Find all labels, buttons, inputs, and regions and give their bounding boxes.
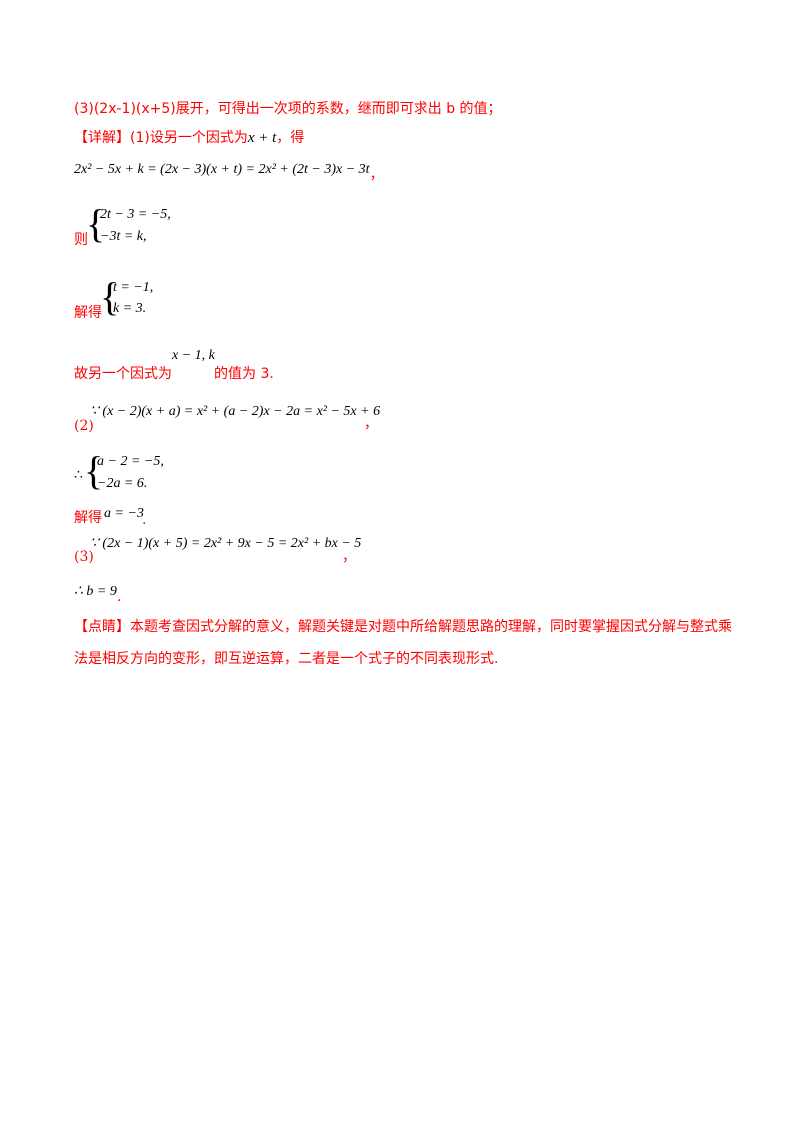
part3-label: (3) — [74, 549, 94, 565]
comment-text: 本题考查因式分解的意义，解题关键是对题中所给解题思路的理解，同时要掌握因式分解与… — [74, 619, 732, 667]
detail-tail: ，得 — [276, 130, 305, 146]
comment-tag: 【点睛】 — [74, 619, 130, 635]
part3-hint: (3)(2x-1)(x+5)展开，可得出一次项的系数，继而即可求出 b 的值； — [74, 101, 502, 117]
system-3-row-1: a − 2 = −5, — [97, 454, 164, 469]
system-1-row-2: −3t = k, — [100, 229, 147, 244]
solve-2-tail: . — [142, 512, 147, 528]
comment-paragraph: 【点睛】本题考查因式分解的意义，解题关键是对题中所给解题思路的理解，同时要掌握因… — [74, 611, 734, 675]
part2-expr: ∵ (x − 2)(x + a) = x² + (a − 2)x − 2a = … — [90, 404, 381, 419]
brace-3: { — [84, 448, 104, 493]
part3-expr: ∵ (2x − 1)(x + 5) = 2x² + 9x − 5 = 2x² +… — [90, 536, 362, 551]
brace-1: { — [86, 201, 106, 246]
system-3-row-2: −2a = 6. — [97, 476, 148, 491]
solve-2-expr: a = −3 — [104, 506, 144, 521]
brace-2: { — [100, 274, 120, 319]
therefore-symbol: ∴ — [74, 468, 83, 483]
result-3-expr: ∴ b = 9 — [74, 584, 117, 599]
solve-label-1: 解得 — [74, 305, 102, 321]
solve-label-2: 解得 — [74, 510, 102, 526]
detail-line: 【详解】(1)设另一个因式为x + t，得 — [74, 128, 304, 148]
detail-tag: 【详解】 — [74, 130, 130, 146]
equation-1: 2x² − 5x + k = (2x − 3)(x + t) = 2x² + (… — [74, 162, 384, 183]
part2-tail: ， — [364, 416, 378, 432]
part2-label: (2) — [74, 418, 94, 434]
system-2-row-1: t = −1, — [113, 280, 154, 295]
system-2-row-2: k = 3. — [113, 301, 147, 316]
conclusion-post: 的值为 3. — [214, 366, 274, 382]
detail-expr: x + t — [247, 130, 277, 146]
conclusion-expr: x − 1, k — [172, 348, 215, 363]
conclusion-pre: 故另一个因式为 — [74, 366, 172, 382]
system-1-row-1: 2t − 3 = −5, — [100, 207, 171, 222]
part3-tail: ， — [342, 549, 356, 565]
detail-text: (1)设另一个因式为 — [130, 130, 248, 146]
then-label: 则 — [74, 232, 88, 248]
result-3-tail: . — [117, 589, 122, 605]
